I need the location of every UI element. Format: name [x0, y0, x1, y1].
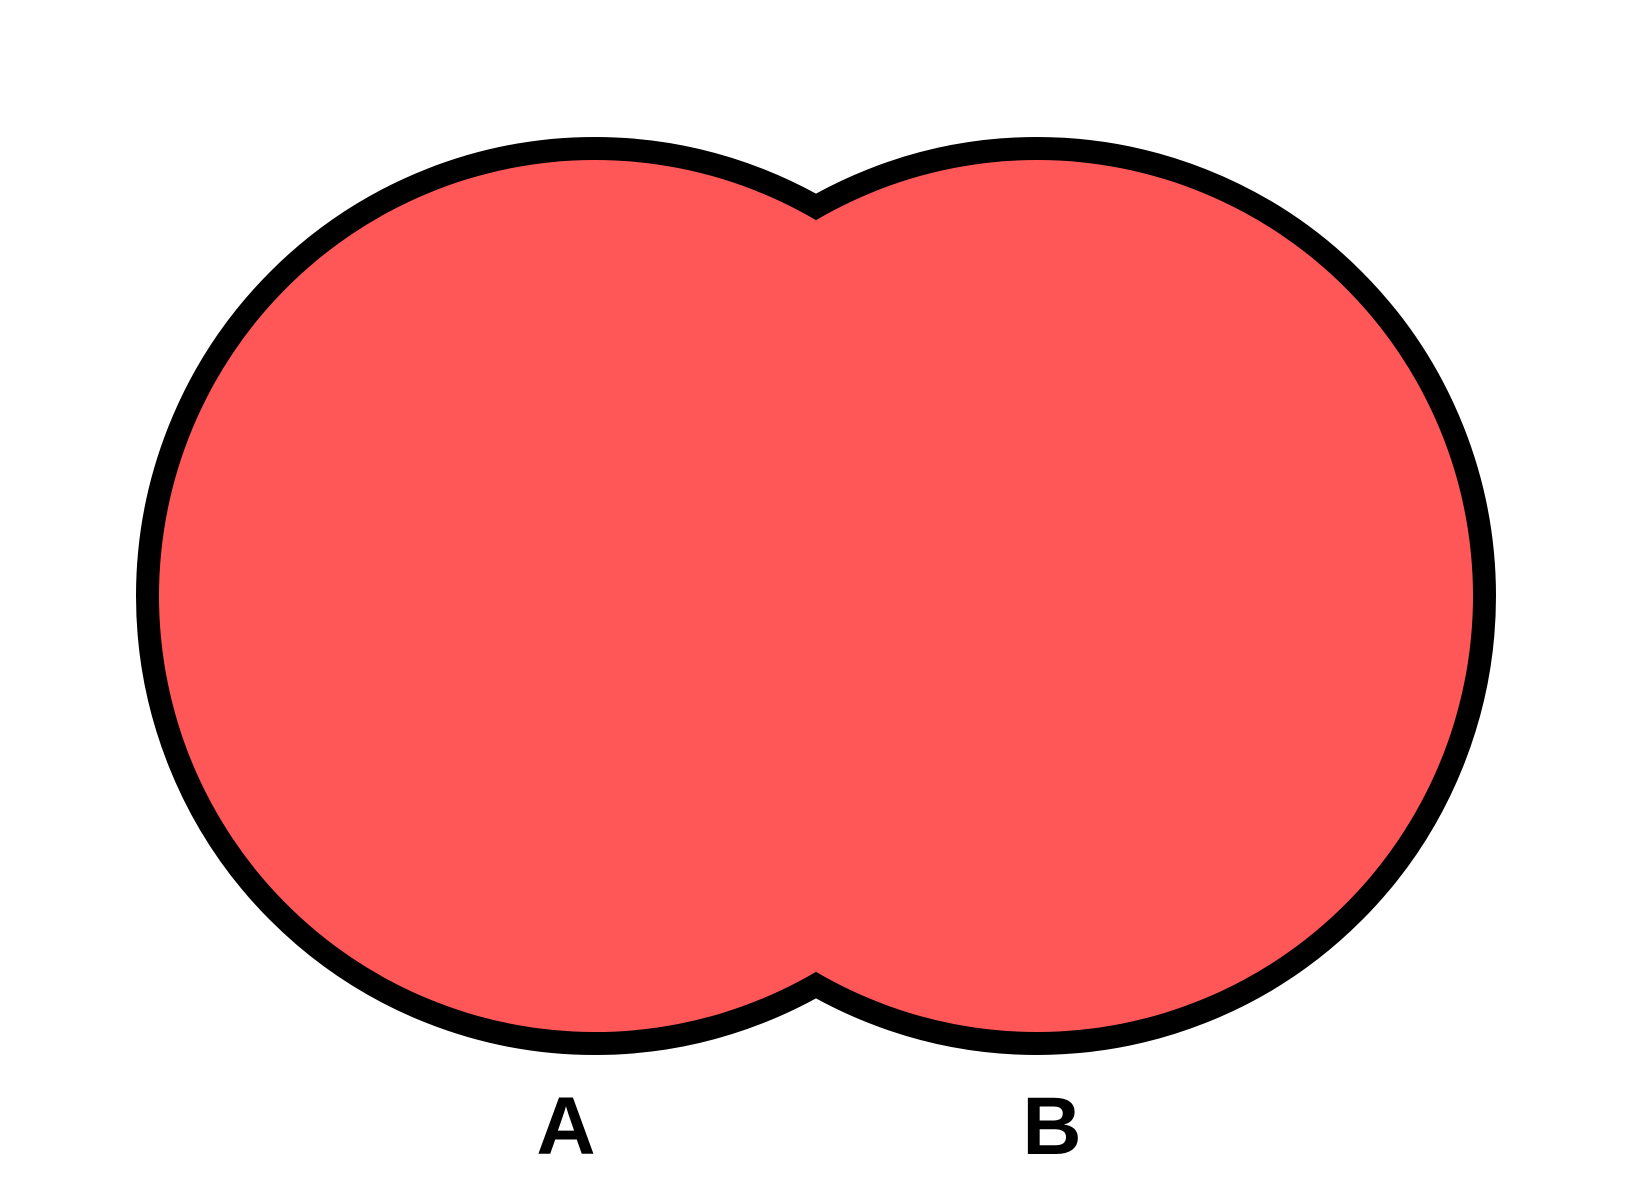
set-b-label: B: [1022, 1081, 1081, 1172]
set-a-label: A: [536, 1081, 595, 1172]
union-region: [136, 137, 1496, 1055]
set-b-fill: [601, 160, 1473, 1032]
set-b-outline: [816, 137, 1496, 1055]
set-a-outline: [136, 137, 816, 1055]
